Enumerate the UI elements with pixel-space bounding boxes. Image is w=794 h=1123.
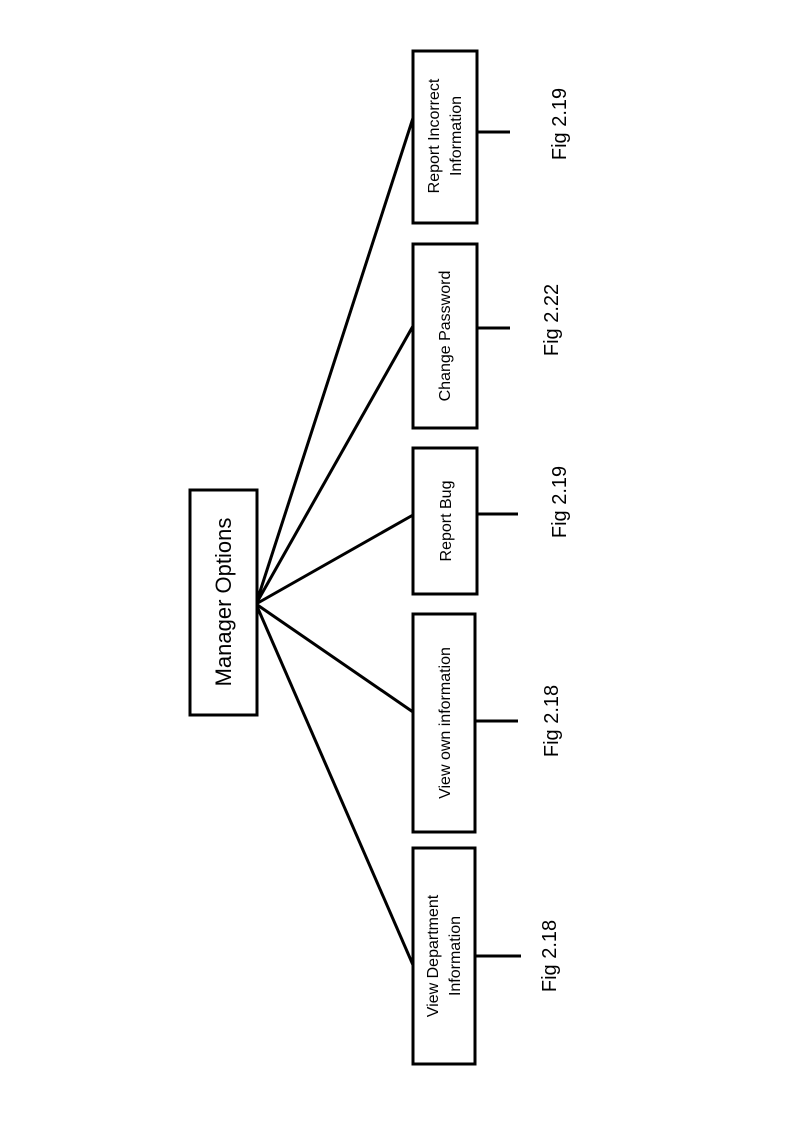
connector-view-department: [254, 603, 415, 966]
option-box: [411, 242, 479, 430]
option-box: [411, 846, 477, 1066]
option-label-line-1: View own information: [437, 647, 454, 799]
figure-reference: Fig 2.18: [539, 920, 561, 992]
option-label-line-2: Information: [447, 916, 464, 996]
connector-report-bug: [255, 513, 414, 606]
root-label: Manager Options: [211, 518, 236, 687]
root-box: [188, 488, 259, 717]
option-label-line-1: View Department: [425, 894, 442, 1017]
option-report-incorrect-information: Report Incorrect Information Fig 2.19: [411, 49, 571, 225]
root-node: Manager Options: [188, 488, 259, 717]
figure-reference: Fig 2.19: [549, 466, 571, 538]
option-box: [411, 49, 479, 225]
option-view-department-information: View Department Information Fig 2.18: [411, 846, 561, 1066]
connector-view-own-information: [255, 602, 414, 714]
connector-report-incorrect: [254, 117, 415, 605]
figure-reference: Fig 2.19: [549, 88, 571, 160]
figure-reference: Fig 2.22: [541, 284, 563, 356]
connector-change-password: [254, 325, 415, 605]
option-box: [411, 446, 479, 596]
option-label-line-1: Report Bug: [438, 481, 455, 562]
figure-reference: Fig 2.18: [541, 685, 563, 757]
option-label-line-2: Information: [448, 96, 465, 176]
option-report-bug: Report Bug Fig 2.19: [411, 446, 571, 596]
option-box: [411, 612, 477, 834]
option-label-line-1: Report Incorrect: [426, 78, 443, 193]
option-label-line-1: Change Password: [437, 271, 454, 402]
connector-lines: [254, 117, 415, 966]
option-view-own-information: View own information Fig 2.18: [411, 612, 563, 834]
option-change-password: Change Password Fig 2.22: [411, 242, 563, 430]
